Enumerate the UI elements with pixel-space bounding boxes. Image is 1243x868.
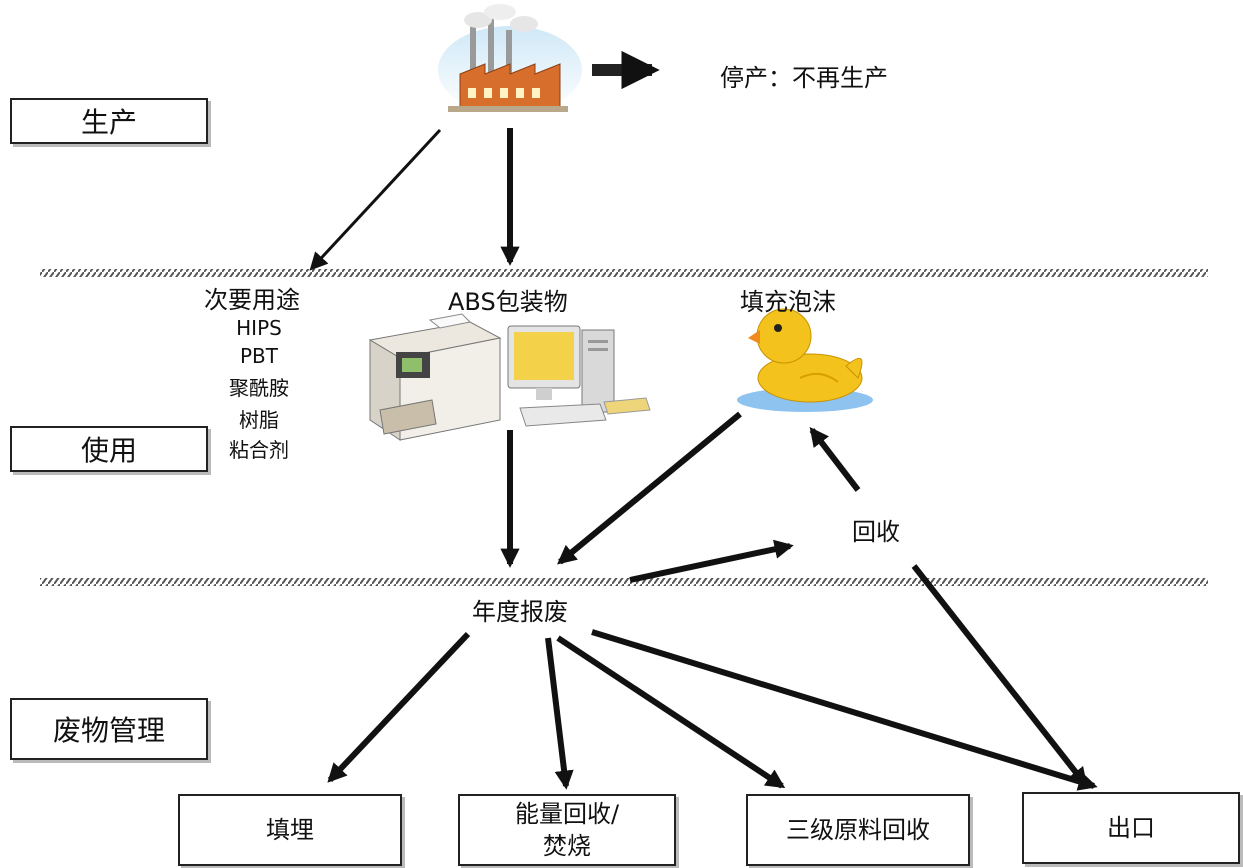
arrow-scrap-to-landfill xyxy=(327,631,471,783)
label-annual-scrap: 年度报废 xyxy=(472,598,568,626)
stage-use: 使用 xyxy=(10,426,208,472)
secondary-use-item: HIPS xyxy=(236,316,282,340)
outcome-energy-recovery: 能量回收/ 焚烧 xyxy=(458,794,676,866)
outcome-landfill: 填埋 xyxy=(178,794,402,866)
arrow-scrap-to-export xyxy=(591,629,1098,791)
computer-icon xyxy=(507,325,651,427)
arrow-scrap-to-energy-recovery xyxy=(545,637,574,790)
label-filling-foam: 填充泡沫 xyxy=(740,288,836,316)
label-discontinued: 停产：不再生产 xyxy=(720,64,888,92)
arrow-scrap-to-recycling xyxy=(629,539,794,583)
stage-production: 生产 xyxy=(10,98,208,144)
secondary-use-item: 粘合剂 xyxy=(229,438,289,462)
arrow-production-to-secondary-use xyxy=(309,128,442,271)
divider-production-use xyxy=(40,269,1208,277)
arrow-scrap-to-feedstock-recycling xyxy=(556,635,786,789)
outcome-feedstock-recycling: 三级原料回收 xyxy=(746,794,970,866)
label-abs-packaging: ABS包装物 xyxy=(448,288,568,316)
secondary-use-item: 树脂 xyxy=(239,408,279,432)
secondary-use-item: PBT xyxy=(240,344,278,368)
divider-use-waste xyxy=(40,578,1208,586)
rubber-duck-icon xyxy=(737,308,873,412)
label-recycling: 回收 xyxy=(852,518,900,546)
stage-waste-management: 废物管理 xyxy=(10,698,208,760)
outcome-export: 出口 xyxy=(1022,792,1240,864)
arrow-recycling-to-foam xyxy=(809,426,861,492)
arrow-recycling-to-export xyxy=(911,564,1088,788)
printer-icon xyxy=(368,313,502,441)
factory-icon xyxy=(438,4,582,114)
arrow-foam-to-scrap xyxy=(557,411,742,565)
secondary-use-item: 聚酰胺 xyxy=(229,376,289,400)
label-secondary-uses: 次要用途 xyxy=(204,286,300,314)
